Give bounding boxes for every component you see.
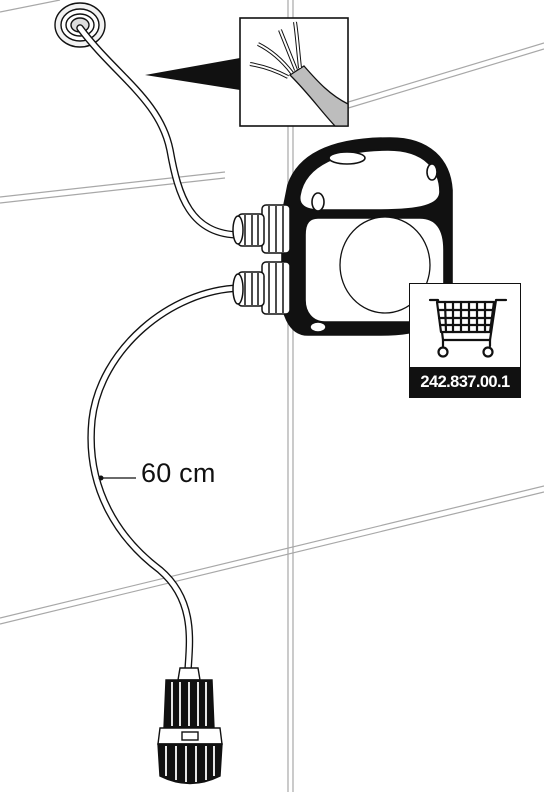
connector-cable — [87, 284, 244, 674]
wire-detail-inset — [239, 17, 349, 127]
supply-cable — [76, 24, 244, 239]
length-leader-line — [98, 475, 136, 481]
lower-cable-gland — [232, 261, 291, 315]
round-plug-connector — [157, 667, 223, 785]
wall-cable-outlet — [54, 2, 106, 48]
order-badge[interactable]: 242.837.00.1 — [409, 283, 521, 398]
part-number: 242.837.00.1 — [410, 367, 520, 397]
upper-cable-gland — [232, 204, 291, 254]
detail-callout-pointer — [145, 58, 240, 90]
shopping-cart-icon — [428, 298, 508, 358]
cable-length-label: 60 cm — [141, 458, 216, 488]
